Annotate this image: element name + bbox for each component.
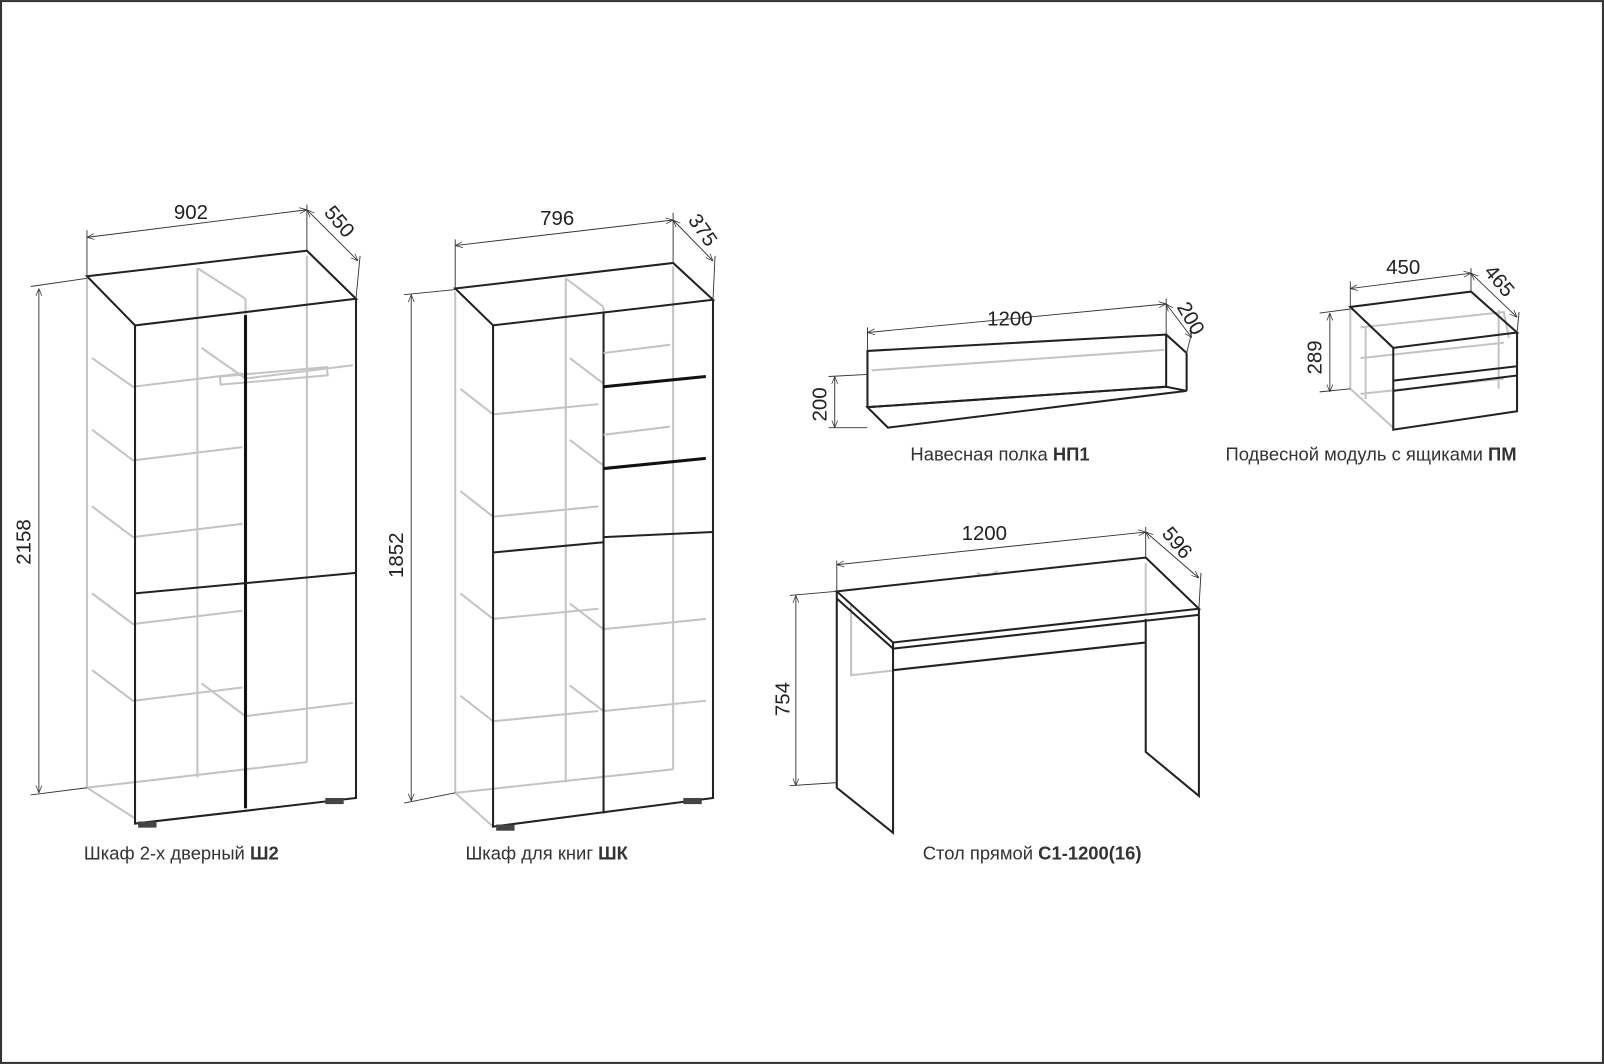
dim-depth: 200	[1172, 298, 1209, 339]
wardrobe-sh2: 902 550 2158 Шкаф 2-х дверный Ш2	[13, 201, 361, 863]
dim-height: 2158	[13, 519, 36, 564]
dim-height: 754	[772, 682, 795, 716]
item-label: Подвесной модуль с ящиками ПМ	[1226, 443, 1517, 464]
item-label: Навесная полка НП1	[910, 443, 1089, 464]
item-label: Стол прямой С1-1200(16)	[923, 842, 1142, 863]
dim-depth: 375	[683, 210, 721, 251]
bookcase-shk: 796 375 1852 Шкаф для книг ШК	[385, 207, 722, 863]
dim-width: 450	[1386, 256, 1420, 279]
item-label: Шкаф 2-х дверный Ш2	[84, 842, 279, 863]
dim-width: 796	[540, 207, 574, 230]
dim-width: 902	[174, 201, 208, 224]
shelf-np1: 1200 200 200 Навесная полка НП1	[809, 298, 1209, 464]
item-label: Шкаф для книг ШК	[465, 842, 628, 863]
dim-width: 1200	[962, 522, 1007, 545]
dim-depth: 596	[1157, 522, 1197, 563]
dim-depth: 465	[1479, 261, 1519, 302]
dim-width: 1200	[987, 307, 1032, 330]
desk-s1-1200: 1200 596 754 Стол прямой С1-1200(16)	[772, 522, 1202, 863]
dim-height: 289	[1304, 340, 1327, 374]
dim-height: 200	[809, 387, 832, 421]
dim-depth: 550	[319, 201, 359, 242]
hanging-module-pm: 450 465 289 Подвесной модуль с ящиками П…	[1226, 256, 1520, 464]
dim-height: 1852	[385, 533, 408, 578]
